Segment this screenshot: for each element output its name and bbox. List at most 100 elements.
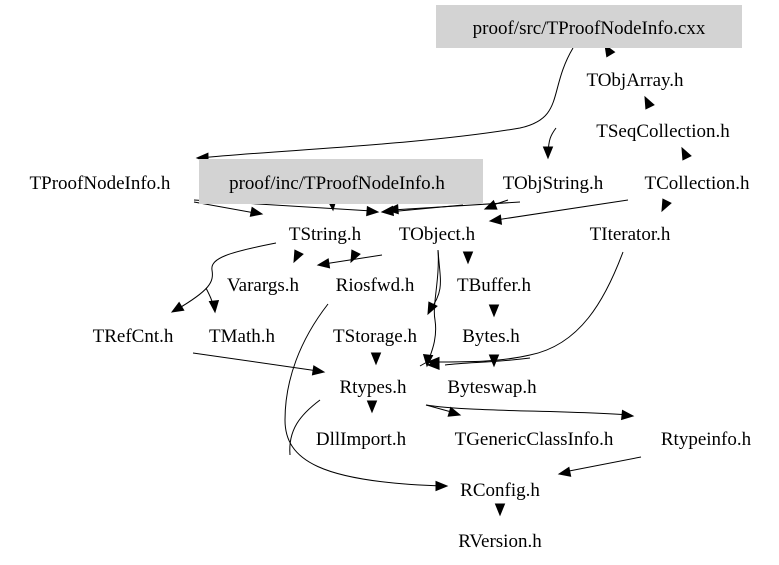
edge-TSeqCollection-to-TObjArray	[644, 95, 655, 110]
node-TSeqCollection[interactable]: TSeqCollection.h	[596, 121, 730, 142]
node-label[interactable]: proof/src/TProofNodeInfo.cxx	[473, 18, 706, 39]
edge-TObject-to-Riosfwd	[350, 249, 361, 264]
edge-Rtypes-to-TGenericClassInfo	[425, 404, 635, 421]
arrowhead-icon	[427, 301, 438, 316]
edge-TRefCnt-to-Rtypes	[192, 352, 326, 376]
edge-TObject-to-Varargs	[316, 254, 383, 269]
node-label[interactable]: Rtypes.h	[339, 377, 407, 398]
edge-line	[425, 404, 629, 416]
node-Rtypeinfo[interactable]: Rtypeinfo.h	[661, 429, 752, 450]
arrowhead-icon	[557, 466, 572, 477]
arrowhead-icon	[316, 258, 331, 269]
edge-line	[175, 242, 277, 311]
node-label[interactable]: TProofNodeInfo.h	[30, 173, 171, 194]
node-TObjString[interactable]: TObjString.h	[503, 173, 604, 194]
node-highlight-box	[199, 159, 483, 204]
node-highlight-box	[436, 5, 742, 48]
edge-TCollection-to-TObject	[488, 199, 629, 225]
node-label[interactable]: RVersion.h	[458, 531, 542, 552]
node-label[interactable]: Bytes.h	[462, 326, 520, 347]
edge-TProofNodeInfo-to-TString	[193, 201, 264, 217]
edge-src_cxx-to-TObjString	[542, 127, 557, 160]
node-label[interactable]: Varargs.h	[227, 275, 299, 296]
edge-Riosfwd-to-RConfig	[366, 400, 378, 414]
edge-line	[444, 357, 531, 366]
node-TProofNodeInfo[interactable]: TProofNodeInfo.h	[30, 173, 171, 194]
node-label[interactable]: TGenericClassInfo.h	[455, 429, 614, 450]
edge-Riosfwd-to-Rtypes	[284, 303, 449, 492]
node-label[interactable]: TSeqCollection.h	[596, 121, 730, 142]
node-TRefCnt[interactable]: TRefCnt.h	[93, 326, 174, 347]
edge-TObject-to-TBuffer	[462, 251, 474, 265]
node-label[interactable]: TMath.h	[209, 326, 275, 347]
edge-line	[323, 254, 383, 265]
arrowhead-icon	[435, 480, 449, 492]
node-label[interactable]: TRefCnt.h	[93, 326, 174, 347]
node-RVersion[interactable]: RVersion.h	[458, 531, 542, 552]
node-label[interactable]: TIterator.h	[590, 224, 671, 245]
node-TCollection[interactable]: TCollection.h	[644, 173, 750, 194]
edge-line	[563, 456, 642, 473]
node-label[interactable]: Rtypeinfo.h	[661, 429, 752, 450]
node-label[interactable]: Byteswap.h	[447, 377, 537, 398]
node-Bytes[interactable]: Bytes.h	[462, 326, 520, 347]
node-TBuffer[interactable]: TBuffer.h	[457, 275, 532, 296]
node-label[interactable]: TObject.h	[399, 224, 476, 245]
arrowhead-icon	[488, 304, 500, 318]
edge-Bytes-to-Rtypes	[426, 357, 531, 371]
arrowhead-icon	[366, 400, 378, 414]
node-src_cxx[interactable]: proof/src/TProofNodeInfo.cxx	[436, 5, 742, 48]
edge-TCollection-to-TSeqCollection	[681, 146, 692, 161]
arrowhead-icon	[170, 301, 185, 313]
node-DllImport[interactable]: DllImport.h	[316, 429, 407, 450]
arrowhead-icon	[462, 251, 474, 265]
edge-line	[199, 47, 574, 159]
edge-Rtypes-to-Rtypeinfo	[289, 399, 321, 456]
node-RConfig[interactable]: RConfig.h	[460, 480, 540, 501]
arrowhead-icon	[681, 146, 692, 161]
edge-Rtypeinfo-to-RConfig	[494, 503, 506, 517]
node-Riosfwd[interactable]: Riosfwd.h	[336, 275, 415, 296]
edge-TString-to-TMath	[205, 287, 220, 314]
node-label[interactable]: DllImport.h	[316, 429, 407, 450]
arrowhead-icon	[311, 365, 326, 376]
edge-Rtypes-to-RConfig	[557, 456, 642, 477]
node-TString[interactable]: TString.h	[289, 224, 362, 245]
node-label[interactable]: TStorage.h	[333, 326, 417, 347]
node-label[interactable]: TObjArray.h	[586, 70, 684, 91]
edge-line	[419, 361, 428, 367]
node-label[interactable]: TBuffer.h	[457, 275, 532, 296]
arrowhead-icon	[426, 356, 440, 368]
node-TIterator[interactable]: TIterator.h	[590, 224, 671, 245]
arrowhead-icon	[488, 354, 500, 368]
edge-line	[495, 199, 629, 221]
arrowhead-icon	[208, 300, 220, 314]
node-label[interactable]: TCollection.h	[644, 173, 750, 194]
arrowhead-icon	[370, 352, 382, 366]
edge-Bytes-to-Byteswap	[419, 361, 428, 367]
node-TMath[interactable]: TMath.h	[209, 326, 275, 347]
node-label[interactable]: Riosfwd.h	[336, 275, 415, 296]
node-Varargs[interactable]: Varargs.h	[227, 275, 299, 296]
edge-line	[284, 303, 443, 487]
node-TObject[interactable]: TObject.h	[399, 224, 476, 245]
node-TGenericClassInfo[interactable]: TGenericClassInfo.h	[455, 429, 614, 450]
node-Rtypes[interactable]: Rtypes.h	[339, 377, 407, 398]
node-TObjArray[interactable]: TObjArray.h	[586, 70, 684, 91]
node-TStorage[interactable]: TStorage.h	[333, 326, 417, 347]
arrowhead-icon	[249, 206, 264, 217]
arrowhead-icon	[350, 249, 361, 264]
edge-TString-to-Varargs	[293, 249, 304, 264]
edge-RConfig-to-RVersion	[488, 354, 500, 368]
node-Byteswap[interactable]: Byteswap.h	[447, 377, 537, 398]
node-inc_h[interactable]: proof/inc/TProofNodeInfo.h	[199, 159, 483, 204]
edge-TStorage-to-Rtypes	[370, 352, 382, 366]
node-label[interactable]: RConfig.h	[460, 480, 540, 501]
arrowhead-icon	[644, 95, 655, 110]
edges-layer	[170, 43, 692, 517]
node-label[interactable]: proof/inc/TProofNodeInfo.h	[229, 173, 445, 194]
node-label[interactable]: TObjString.h	[503, 173, 604, 194]
node-label[interactable]: TString.h	[289, 224, 362, 245]
arrowhead-icon	[366, 205, 380, 217]
arrowhead-icon	[483, 199, 498, 210]
